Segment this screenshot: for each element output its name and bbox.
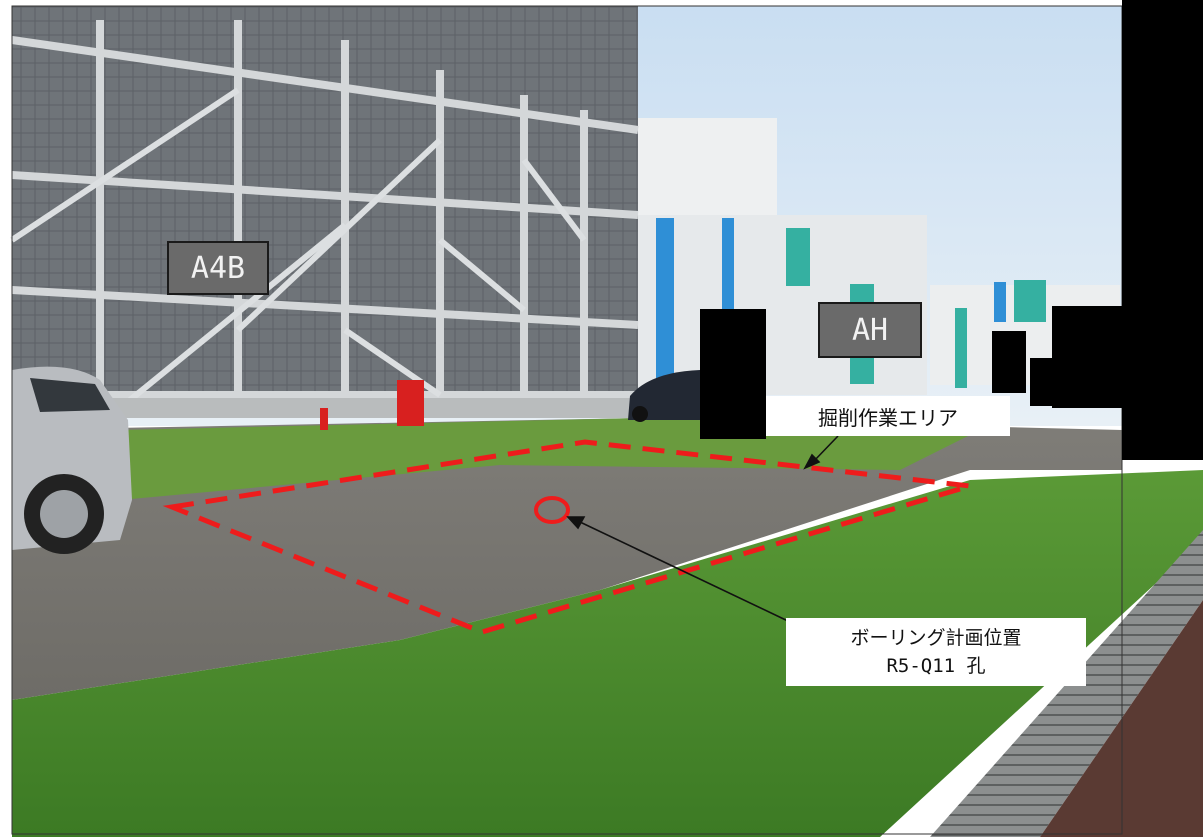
- building-a4b-structure: [10, 6, 639, 418]
- fire-box: [397, 380, 424, 426]
- label-building-a4b: A4B: [167, 241, 269, 295]
- hydrant: [320, 408, 328, 430]
- dark-car: [628, 370, 700, 422]
- foreground-grass: [12, 470, 1203, 837]
- redaction-block-5: [1122, 0, 1203, 460]
- label-excavation-area: 掘削作業エリア: [766, 396, 1010, 436]
- excavation-area-outline: [162, 439, 971, 635]
- redaction-block-2: [992, 331, 1026, 393]
- silver-car: [12, 366, 132, 554]
- callout-arrows: [566, 435, 839, 623]
- label-boring-plan: ボーリング計画位置 R5-Q11 孔: [786, 618, 1086, 686]
- redaction-block-4: [1052, 306, 1124, 408]
- boring-position-text: ボーリング計画位置: [850, 627, 1022, 649]
- redaction-block-1: [700, 309, 766, 439]
- label-building-ah: AH: [818, 302, 922, 358]
- boring-hole-text: R5-Q11 孔: [886, 655, 986, 677]
- boring-position-marker: [534, 496, 570, 524]
